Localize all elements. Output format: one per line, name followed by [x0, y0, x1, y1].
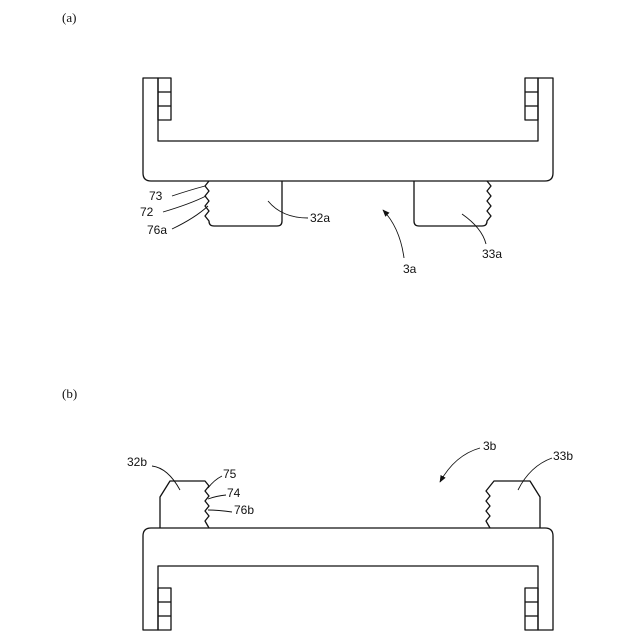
leader-76b [208, 510, 232, 512]
panel-b-label: (b) [62, 386, 77, 401]
leader-33b [518, 458, 552, 490]
label-33a: 33a [482, 247, 502, 261]
leader-73 [172, 186, 205, 196]
leader-74 [208, 495, 226, 499]
label-32a: 32a [310, 211, 330, 225]
label-32b: 32b [127, 455, 147, 469]
label-33b: 33b [553, 449, 573, 463]
right-top-block [525, 78, 538, 120]
pad-33b [486, 481, 540, 528]
leader-33a [462, 214, 486, 244]
label-73: 73 [149, 189, 163, 203]
panel-b: (b) 32b 75 74 76b 33b 3b [62, 386, 573, 630]
label-3a: 3a [403, 262, 417, 276]
label-3b: 3b [483, 439, 497, 453]
panel-a-label: (a) [62, 10, 76, 25]
arrow-3b [440, 448, 480, 482]
left-top-block [158, 78, 171, 120]
frame-3a [143, 78, 553, 181]
label-76a: 76a [147, 223, 167, 237]
right-bottom-block [525, 588, 538, 630]
frame-3b [143, 528, 553, 630]
leader-75 [208, 476, 222, 488]
pad-33a [414, 181, 491, 226]
pad-32b [160, 481, 209, 528]
arrow-3a [383, 210, 404, 258]
panel-a: (a) 73 72 76a 32a 33a 3a [62, 10, 553, 276]
leader-76a [172, 206, 208, 229]
label-76b: 76b [234, 503, 254, 517]
label-75: 75 [223, 467, 237, 481]
leader-32a [268, 201, 308, 218]
leader-72 [163, 196, 206, 212]
label-72: 72 [140, 205, 154, 219]
label-74: 74 [227, 486, 241, 500]
left-bottom-block [158, 588, 171, 630]
